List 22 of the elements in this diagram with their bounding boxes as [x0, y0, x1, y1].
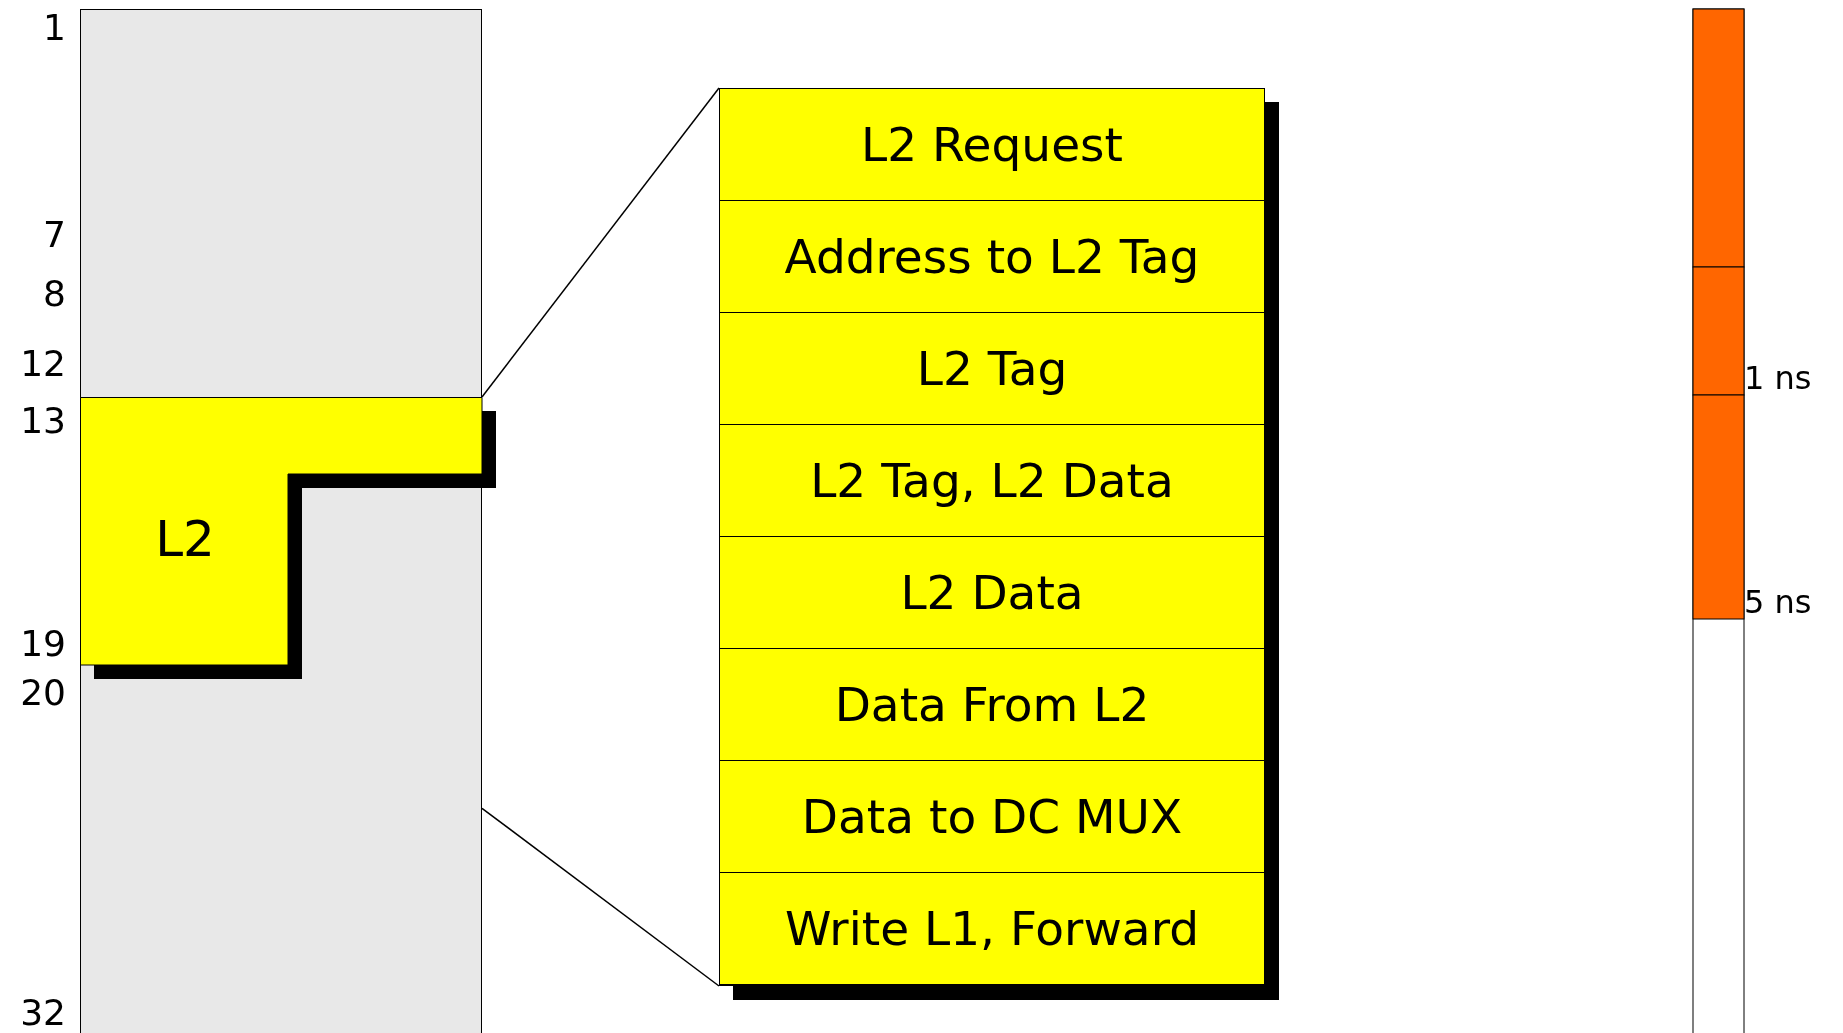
stage-step-shape: [80, 397, 497, 680]
stage-row: Write L1, Forward: [720, 873, 1264, 985]
cycle-number: 32: [19, 993, 66, 1033]
cycle-number: 12: [19, 344, 66, 384]
zoom-line: [481, 807, 720, 987]
cycle-number: 8: [42, 274, 66, 314]
stage-label: L2: [154, 510, 216, 568]
stage-row: L2 Request: [720, 89, 1264, 201]
time-label: 1 ns: [1744, 360, 1812, 396]
cycle-number: 19: [19, 624, 66, 664]
zoom-line: [481, 87, 720, 398]
time-label: 5 ns: [1744, 584, 1812, 620]
cycle-number: 1: [42, 8, 66, 48]
cycle-number: 7: [42, 215, 66, 255]
stage-row: L2 Data: [720, 537, 1264, 649]
stage-row: Data to DC MUX: [720, 761, 1264, 873]
cycle-number: 13: [19, 401, 66, 441]
stage-row: Address to L2 Tag: [720, 201, 1264, 313]
stage-row: L2 Tag, L2 Data: [720, 425, 1264, 537]
cycle-number: 20: [19, 673, 66, 713]
stage-row: Data From L2: [720, 649, 1264, 761]
stage-row: L2 Tag: [720, 313, 1264, 425]
